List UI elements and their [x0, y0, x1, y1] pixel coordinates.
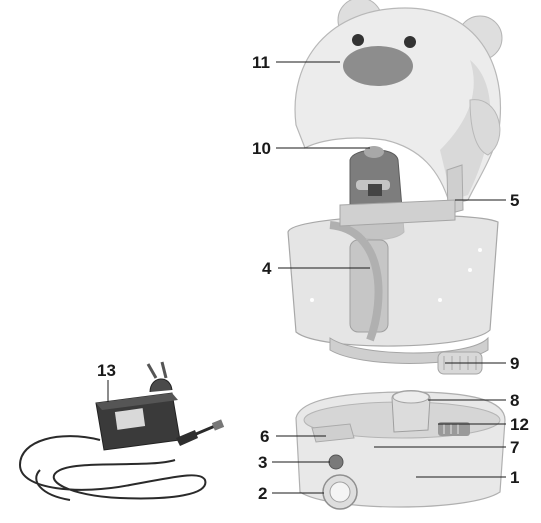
callout-12: 12: [510, 415, 529, 434]
callout-9: 9: [510, 354, 519, 373]
bear-muzzle: [343, 46, 413, 86]
power-adapter: [20, 362, 224, 500]
callout-10: 10: [252, 139, 271, 158]
callout-7: 7: [510, 438, 519, 457]
callout-8: 8: [510, 391, 519, 410]
callout-2: 2: [258, 484, 267, 503]
callout-3: 3: [258, 453, 267, 472]
water-tank: [288, 200, 498, 346]
callout-1: 1: [510, 468, 519, 487]
callout-6: 6: [260, 427, 269, 446]
callout-11: 11: [252, 53, 270, 72]
callout-4: 4: [262, 259, 272, 278]
callout-13: 13: [97, 361, 116, 380]
humidifier-base: [296, 391, 505, 510]
callout-5: 5: [510, 191, 519, 210]
